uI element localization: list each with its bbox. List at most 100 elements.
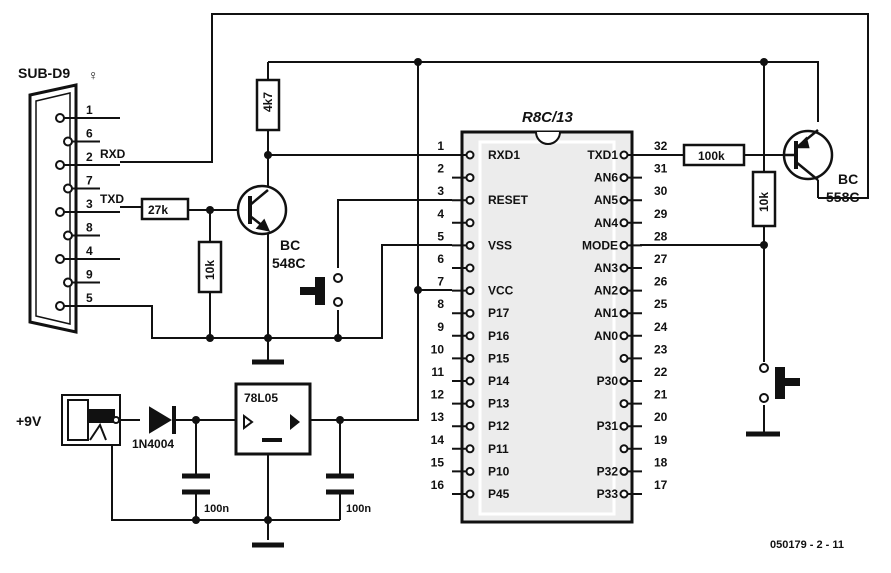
diode-1n4004: [149, 406, 176, 434]
subd9-pin-number: 4: [86, 244, 93, 258]
subd9-pin-3: [55, 207, 65, 217]
subd9-pin-number: 6: [86, 127, 93, 141]
chip-pin-name: P31: [597, 419, 619, 433]
chip-pin-27: [619, 263, 629, 273]
chip-pin-31: [619, 173, 629, 183]
chip-pin-name: P30: [597, 374, 619, 388]
capacitors: [182, 473, 354, 495]
chip-pin-name: VSS: [488, 238, 512, 252]
female-symbol: ♀: [88, 67, 99, 83]
chip-pin-3: [465, 195, 475, 205]
chip-pin-number: 28: [654, 229, 668, 243]
chip-pins: 1RXD123RESET45VSS67VCC8P179P1610P1511P14…: [431, 139, 668, 501]
chip-title: R8C/13: [522, 109, 574, 126]
chip-pin-name: AN1: [594, 306, 618, 320]
r-10k-right-label: 10k: [757, 192, 771, 212]
chip-pin-number: 24: [654, 320, 668, 334]
chip-pin-11: [465, 376, 475, 386]
chip-pin-number: 5: [437, 229, 444, 243]
chip-pin-number: 7: [437, 275, 444, 289]
chip-pin-name: P33: [597, 487, 619, 501]
resistor-10k-left: [197, 240, 223, 294]
chip-pin-15: [465, 466, 475, 476]
q2-type: BC: [838, 171, 858, 187]
chip-pin-number: 3: [437, 184, 444, 198]
chip-pin-number: 16: [431, 478, 445, 492]
cap2-label: 100n: [346, 503, 371, 515]
subd9-pin-4: [55, 254, 65, 264]
chip-pin-name: TXD1: [587, 148, 618, 162]
chip-pin-name: VCC: [488, 284, 514, 298]
diode-label: 1N4004: [132, 437, 174, 451]
chip-pin-name: AN6: [594, 171, 618, 185]
r-100k-label: 100k: [698, 149, 725, 163]
chip-pin-number: 12: [431, 388, 445, 402]
chip-pin-number: 31: [654, 162, 668, 176]
chip-pin-17: [619, 489, 629, 499]
chip-pin-name: P16: [488, 329, 510, 343]
mcu-chip: [460, 130, 634, 524]
chip-pin-name: AN3: [594, 261, 618, 275]
regulator-78l05: [234, 382, 312, 456]
chip-pin-16: [465, 489, 475, 499]
subd9-pin-number: 2: [86, 150, 93, 164]
chip-pin-number: 30: [654, 184, 668, 198]
chip-pin-number: 10: [431, 342, 445, 356]
chip-pin-18: [619, 466, 629, 476]
chip-pin-number: 4: [437, 207, 444, 221]
chip-pin-21: [619, 399, 629, 409]
txd-label: TXD: [100, 192, 124, 206]
chip-pin-24: [619, 331, 629, 341]
chip-pin-7: [465, 286, 475, 296]
chip-pin-name: P45: [488, 487, 510, 501]
subd9-pin-number: 7: [86, 174, 93, 188]
chip-pin-number: 17: [654, 478, 668, 492]
reset-button: [300, 273, 343, 307]
resistors: [140, 78, 777, 294]
chip-pin-8: [465, 308, 475, 318]
chip-pin-5: [465, 240, 475, 250]
chip-pin-number: 29: [654, 207, 668, 221]
chip-pin-22: [619, 376, 629, 386]
supply-label: +9V: [16, 413, 42, 429]
regulator-label: 78L05: [244, 391, 278, 405]
chip-pin-number: 32: [654, 139, 668, 153]
chip-pin-name: RXD1: [488, 148, 520, 162]
chip-pin-number: 11: [431, 365, 444, 379]
rxd-label: RXD: [100, 147, 126, 161]
chip-pin-name: AN0: [594, 329, 618, 343]
subd9-pin-number: 8: [86, 221, 93, 235]
chip-pin-2: [465, 173, 475, 183]
chip-pin-name: AN4: [594, 216, 618, 230]
resistor-100k: [682, 143, 746, 167]
chip-pin-number: 25: [654, 297, 668, 311]
resistor-10k-right: [751, 170, 777, 228]
chip-pin-10: [465, 353, 475, 363]
subd9-pin-number: 1: [86, 103, 93, 117]
subd9-pin-6: [63, 136, 73, 147]
chip-pin-number: 15: [431, 455, 445, 469]
transistor-q2: [782, 129, 834, 181]
chip-pin-29: [619, 218, 629, 228]
chip-pin-9: [465, 331, 475, 341]
chip-pin-6: [465, 263, 475, 273]
chip-pin-name: P32: [597, 464, 619, 478]
chip-pin-30: [619, 195, 629, 205]
junctions: [192, 58, 768, 524]
chip-pin-name: P10: [488, 464, 510, 478]
subd9-pin-2: [55, 160, 65, 170]
chip-pin-number: 23: [654, 342, 668, 356]
subd9-pin-number: 5: [86, 291, 93, 305]
chip-pin-number: 8: [437, 297, 444, 311]
chip-pin-19: [619, 444, 629, 454]
chip-pin-name: P15: [488, 351, 510, 365]
cap1-label: 100n: [204, 503, 229, 515]
chip-pin-number: 27: [654, 252, 668, 266]
connector-title: SUB-D9: [18, 65, 70, 81]
chip-pin-number: 19: [654, 433, 668, 447]
chip-pin-number: 22: [654, 365, 668, 379]
chip-pin-name: P14: [488, 374, 510, 388]
dc-jack: [61, 394, 121, 446]
